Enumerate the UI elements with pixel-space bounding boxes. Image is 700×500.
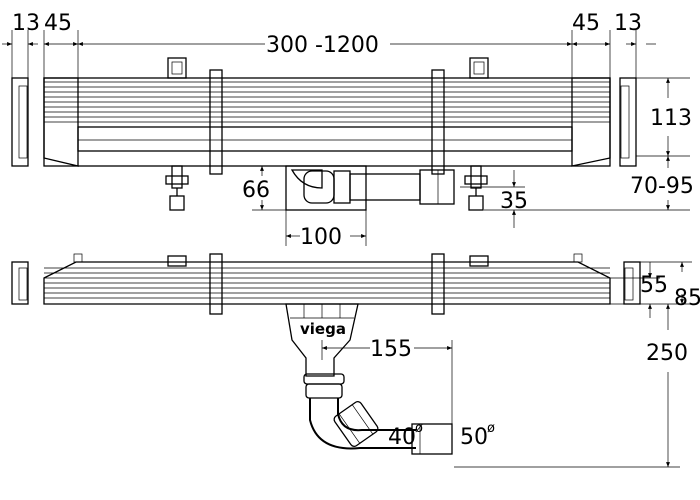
- dim-end-zone-left: 45: [44, 11, 72, 36]
- diameter-symbol-50: ø: [487, 421, 495, 436]
- adjustable-feet: [165, 165, 488, 211]
- right-end-cap-bottom: [623, 261, 641, 305]
- top-elevation: [11, 57, 637, 211]
- dim-pipe-diameter-50: 50: [460, 425, 488, 450]
- drain-trap: viega: [285, 303, 453, 455]
- dim-end-cap-right: 13: [614, 11, 642, 36]
- diameter-symbol-40: ø: [415, 421, 423, 436]
- brand-logo: viega: [300, 320, 346, 338]
- dim-length-range: 300 -1200: [266, 33, 379, 58]
- dim-lower-height-85: 85: [674, 286, 700, 311]
- bottom-elevation: viega: [11, 253, 641, 455]
- dim-outlet-height: 66: [242, 178, 270, 203]
- dim-pipe-diameter-40: 40: [388, 425, 416, 450]
- left-end-cap: [11, 77, 29, 167]
- dim-feet-height-range: 70-95: [630, 174, 694, 199]
- dim-outlet-length: 100: [300, 225, 342, 250]
- dim-lower-height-55: 55: [640, 273, 668, 298]
- dim-trap-offset: 155: [370, 337, 412, 362]
- support-straps-bottom: [209, 253, 445, 315]
- channel-body-top: [43, 77, 611, 167]
- dim-trap-depth: 250: [646, 341, 688, 366]
- dim-end-cap-left: 13: [12, 11, 40, 36]
- outlet-pipe-top: [285, 165, 455, 211]
- right-end-cap: [619, 77, 637, 167]
- dim-channel-height: 113: [650, 106, 692, 131]
- channel-body-bottom: [43, 253, 611, 305]
- dim-end-zone-right: 45: [572, 11, 600, 36]
- left-end-cap-bottom: [11, 261, 29, 305]
- top-dimensions: 13 45 300 -1200 45 13 113 70-95 35 66 10…: [2, 11, 694, 250]
- dim-outlet-pipe-offset: 35: [500, 189, 528, 214]
- bottom-dimensions: 85 55 250 155 40 ø 50 ø: [321, 261, 700, 468]
- top-brackets: [167, 57, 489, 79]
